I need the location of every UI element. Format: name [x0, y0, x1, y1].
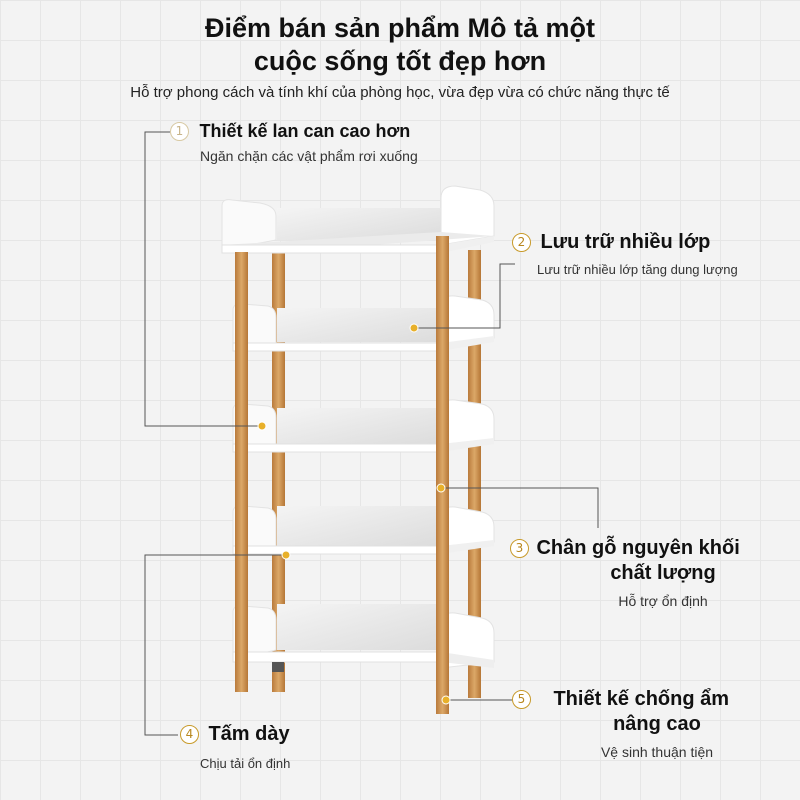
back-leg-right	[468, 250, 481, 698]
feature-4-title: Tấm dày	[208, 723, 290, 745]
number-badge-icon: 3	[510, 539, 529, 558]
number-badge-icon: 4	[180, 725, 199, 744]
number-badge-icon: 2	[512, 233, 531, 252]
page-title: Điểm bán sản phẩm Mô tả một cuộc sống tố…	[0, 12, 800, 78]
callout-line-4	[144, 554, 286, 736]
title-line-1: Điểm bán sản phẩm Mô tả một	[204, 13, 596, 43]
anchor-dots	[257, 323, 451, 705]
page-subtitle: Hỗ trợ phong cách và tính khí của phòng …	[130, 84, 670, 101]
feature-3: 3 Chân gỗ nguyên khối chất lượng Hỗ trợ …	[510, 537, 796, 609]
feature-3-title-line-1: Chân gỗ nguyên khối	[536, 537, 740, 559]
feature-4: 4 Tấm dày Chịu tải ổn định	[180, 723, 290, 771]
shelf-tier-1	[221, 185, 495, 254]
feature-2-title: Lưu trữ nhiều lớp	[540, 231, 711, 253]
callout-lines	[144, 131, 599, 736]
front-leg-left	[235, 252, 248, 692]
callout-line-3	[441, 487, 599, 528]
feature-5-title-line-2: nâng cao	[613, 713, 701, 735]
shelf-tier-3	[232, 399, 495, 453]
number-badge-icon: 5	[512, 690, 531, 709]
feature-1: 1 Thiết kế lan can cao hơn Ngăn chặn các…	[170, 121, 418, 164]
callout-line-1	[144, 131, 262, 427]
shelf-tier-4	[232, 505, 495, 555]
front-leg-right	[436, 236, 449, 714]
back-leg-left	[272, 250, 285, 692]
feature-1-description: Ngăn chặn các vật phẩm rơi xuống	[200, 148, 418, 164]
shelf-tier-5	[232, 604, 495, 672]
feature-1-title: Thiết kế lan can cao hơn	[199, 121, 411, 141]
feature-2: 2 Lưu trữ nhiều lớp Lưu trữ nhiều lớp tă…	[512, 231, 738, 277]
feature-4-description: Chịu tải ổn định	[200, 756, 291, 771]
title-line-2: cuộc sống tốt đẹp hơn	[253, 46, 547, 76]
feature-5-description: Vệ sinh thuận tiện	[600, 744, 714, 760]
callout-line-2	[414, 263, 515, 329]
feature-5-title-line-1: Thiết kế chống ẩm	[553, 688, 730, 710]
feature-5: 5 Thiết kế chống ẩm nâng cao Vệ sinh thu…	[512, 688, 782, 760]
number-badge-icon: 1	[170, 122, 189, 141]
feature-2-description: Lưu trữ nhiều lớp tăng dung lượng	[537, 262, 738, 277]
feature-3-description: Hỗ trợ ổn định	[618, 593, 708, 609]
feature-3-title-line-2: chất lượng	[610, 562, 716, 584]
